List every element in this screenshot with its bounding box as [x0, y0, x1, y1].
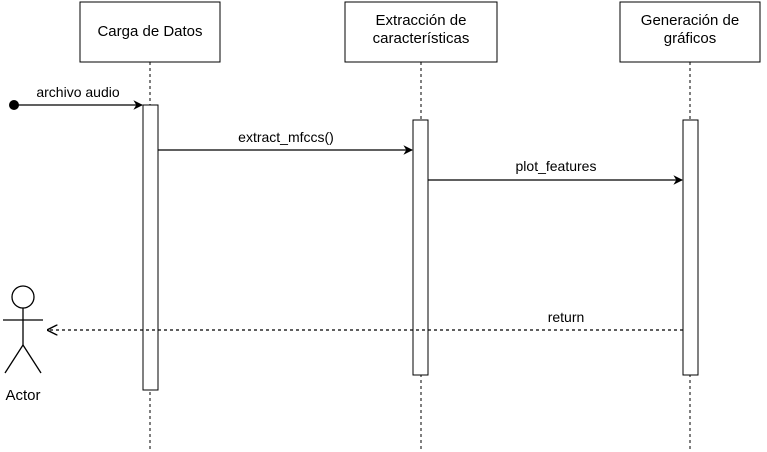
participant-label-generacion: Generación de gráficos [640, 12, 740, 47]
participant-box-generacion[interactable] [619, 1, 761, 63]
message-label-archivo: archivo audio [36, 84, 120, 100]
actor-label: Actor [5, 387, 41, 404]
message-label-plot: plot_features [515, 158, 597, 174]
participant-label-carga: Carga de Datos [97, 23, 203, 40]
message-label-return: return [547, 309, 585, 325]
activation-bar-extraccion[interactable] [412, 119, 429, 376]
actor-icon[interactable] [3, 285, 43, 374]
activation-bar-generacion[interactable] [682, 119, 699, 376]
participant-label-extraccion: Extracción de características [372, 12, 470, 47]
participant-box-carga[interactable] [79, 1, 221, 63]
participant-box-extraccion[interactable] [344, 1, 498, 63]
message-label-extract: extract_mfccs() [238, 129, 334, 145]
activation-bar-carga[interactable] [142, 104, 159, 391]
